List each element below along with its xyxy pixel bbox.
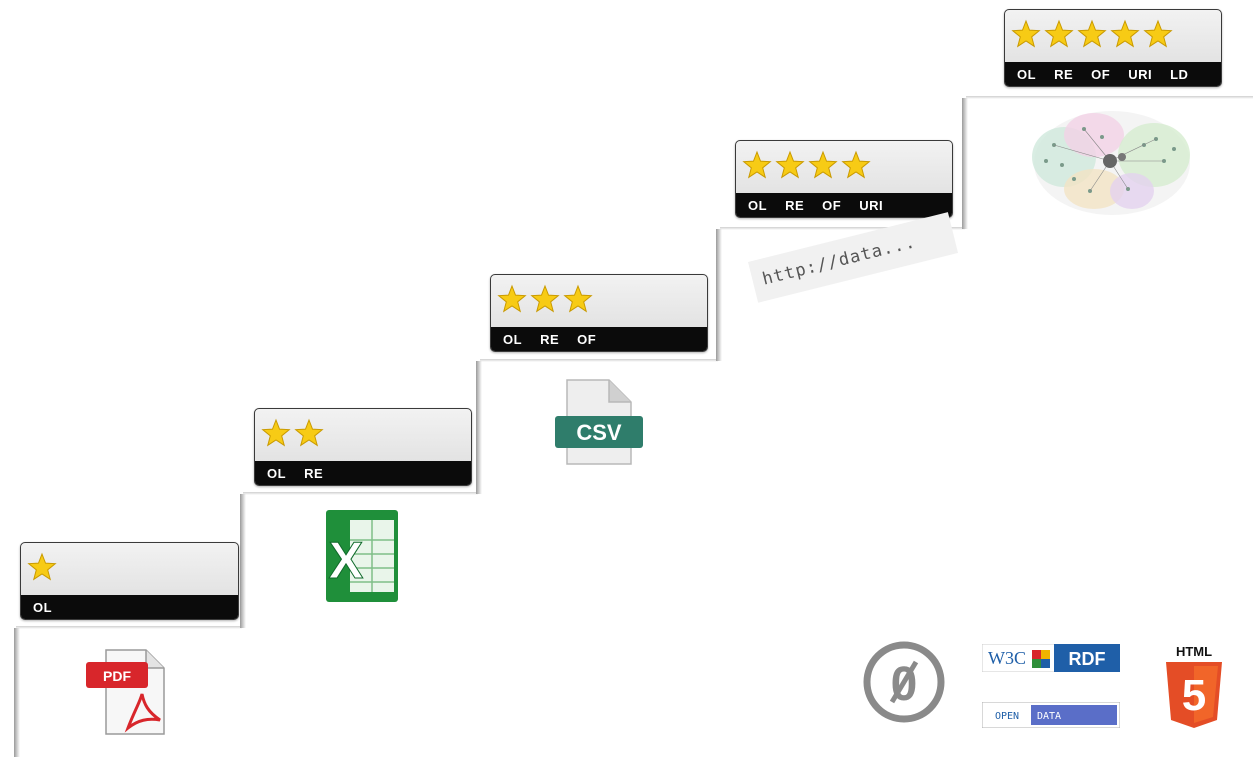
pdf-icon: PDF bbox=[84, 646, 172, 738]
label-bar: OL RE OF URI LD bbox=[1005, 62, 1221, 86]
label-of: OF bbox=[577, 332, 596, 347]
label-re: RE bbox=[1054, 67, 1073, 82]
html5-logo: HTML 5 bbox=[1162, 640, 1226, 732]
star-badge-2: OL RE bbox=[254, 408, 472, 486]
open-data-badge: OPEN DATA bbox=[982, 702, 1120, 728]
stars-row bbox=[1011, 12, 1173, 56]
svg-text:HTML: HTML bbox=[1176, 644, 1212, 659]
label-ol: OL bbox=[33, 600, 52, 615]
label-re: RE bbox=[785, 198, 804, 213]
star-icon bbox=[775, 150, 805, 180]
label-of: OF bbox=[822, 198, 841, 213]
star-icon bbox=[1044, 19, 1074, 49]
stars-row bbox=[27, 545, 57, 589]
step-3-edge bbox=[476, 361, 482, 494]
label-ol: OL bbox=[748, 198, 767, 213]
step-5-top bbox=[966, 96, 1253, 99]
csv-icon: CSV bbox=[553, 378, 645, 468]
step-5-edge bbox=[962, 98, 968, 229]
stars-row bbox=[497, 277, 593, 321]
star-icon bbox=[530, 284, 560, 314]
star-icon bbox=[808, 150, 838, 180]
label-ol: OL bbox=[1017, 67, 1036, 82]
star-badge-5: OL RE OF URI LD bbox=[1004, 9, 1222, 87]
svg-text:5: 5 bbox=[1182, 671, 1206, 720]
star-icon bbox=[1110, 19, 1140, 49]
star-icon bbox=[1077, 19, 1107, 49]
svg-text:W3C: W3C bbox=[988, 648, 1026, 668]
star-icon bbox=[1143, 19, 1173, 49]
step-2-edge bbox=[240, 494, 246, 628]
star-icon bbox=[294, 418, 324, 448]
star-badge-4: OL RE OF URI bbox=[735, 140, 953, 218]
step-4-edge bbox=[716, 229, 722, 361]
star-badge-3: OL RE OF bbox=[490, 274, 708, 352]
label-ld: LD bbox=[1170, 67, 1188, 82]
label-bar: OL RE bbox=[255, 461, 471, 485]
excel-icon: X bbox=[322, 506, 402, 606]
svg-text:RDF: RDF bbox=[1069, 649, 1106, 669]
star-icon bbox=[563, 284, 593, 314]
label-bar: OL bbox=[21, 595, 238, 619]
svg-text:OPEN: OPEN bbox=[995, 711, 1019, 722]
stars-row bbox=[742, 143, 871, 187]
step-2-top bbox=[243, 492, 478, 495]
step-1-top bbox=[16, 626, 242, 629]
label-ol: OL bbox=[267, 466, 286, 481]
star-icon bbox=[261, 418, 291, 448]
linked-data-cloud-icon bbox=[1024, 105, 1204, 225]
uri-label: http://data... bbox=[748, 212, 958, 303]
star-icon bbox=[841, 150, 871, 180]
step-1-edge bbox=[14, 628, 20, 757]
star-icon bbox=[497, 284, 527, 314]
cc-zero-icon: 0 bbox=[862, 640, 946, 724]
star-icon bbox=[742, 150, 772, 180]
svg-text:DATA: DATA bbox=[1037, 711, 1061, 722]
star-badge-1: OL bbox=[20, 542, 239, 620]
label-ol: OL bbox=[503, 332, 522, 347]
w3c-rdf-logo: W3C RDF bbox=[982, 644, 1120, 672]
svg-text:PDF: PDF bbox=[103, 668, 131, 684]
step-3-top bbox=[480, 359, 718, 362]
label-uri: URI bbox=[859, 198, 883, 213]
svg-text:CSV: CSV bbox=[576, 420, 622, 445]
label-re: RE bbox=[304, 466, 323, 481]
label-re: RE bbox=[540, 332, 559, 347]
label-bar: OL RE OF URI bbox=[736, 193, 952, 217]
label-bar: OL RE OF bbox=[491, 327, 707, 351]
label-of: OF bbox=[1091, 67, 1110, 82]
star-icon bbox=[27, 552, 57, 582]
star-icon bbox=[1011, 19, 1041, 49]
svg-text:X: X bbox=[329, 532, 364, 590]
stars-row bbox=[261, 411, 324, 455]
label-uri: URI bbox=[1128, 67, 1152, 82]
